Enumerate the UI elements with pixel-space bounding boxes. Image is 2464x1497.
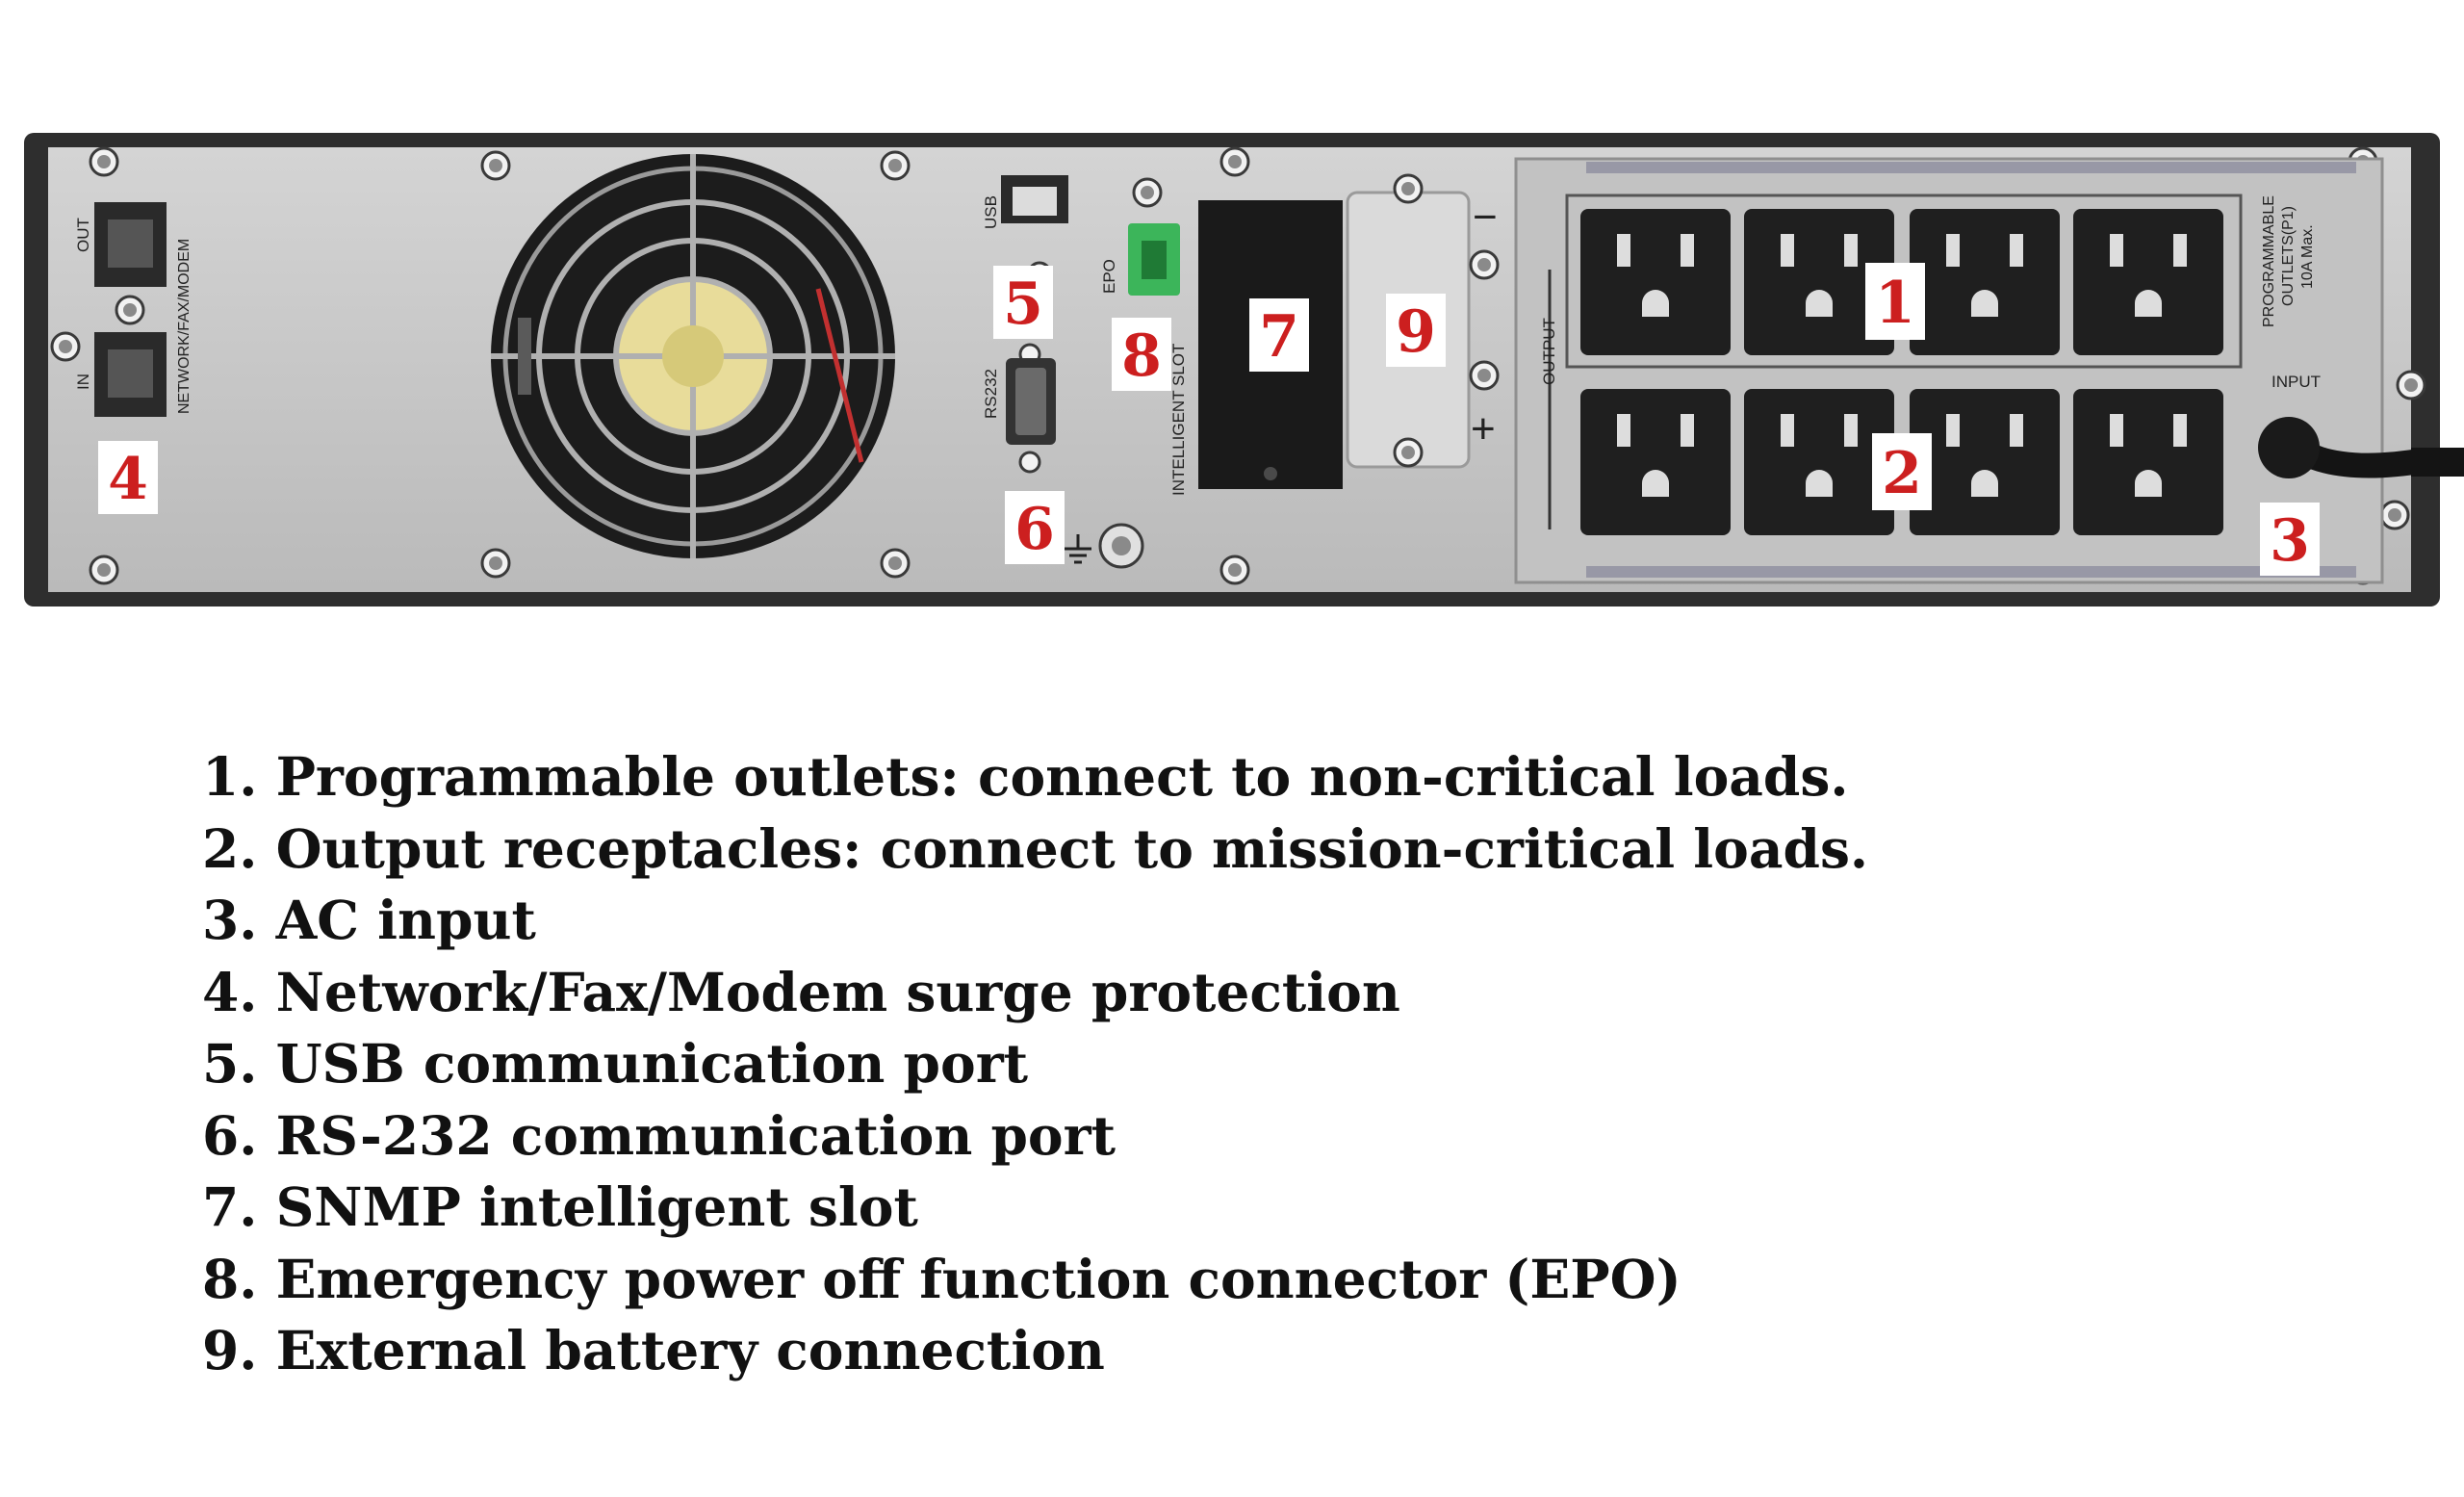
network-fax-modem-ports [94,202,167,417]
callout-3: 3 [2270,507,2310,575]
label-output: OUTPUT [1540,318,1558,385]
callout-labels: 1 2 3 4 5 6 7 8 9 [98,263,2320,576]
legend-item: 9. External battery connection [202,1319,1105,1381]
label-plus: + [1471,405,1496,452]
rs232-port [1006,343,1056,474]
label-in: IN [74,374,92,390]
callout-4: 4 [108,446,148,513]
callout-7: 7 [1259,303,1299,371]
ground-symbol [1065,523,1144,569]
legend-item: 5. USB communication port [202,1032,1029,1095]
legend-item: 8. Emergency power off function connecto… [202,1247,1681,1310]
callout-2: 2 [1882,440,1922,507]
callout-9: 9 [1396,298,1436,366]
ups-rear-panel-diagram: OUT IN NETWORK/FAX/MODEM USB RS232 [24,133,2464,607]
legend-item: 1. Programmable outlets: connect to non-… [202,745,1849,808]
label-epo: EPO [1100,259,1118,294]
label-minus: − [1473,194,1498,241]
ac-input-cord [2258,417,2464,478]
component-legend: 1. Programmable outlets: connect to non-… [202,741,1868,1387]
label-network: NETWORK/FAX/MODEM [176,239,192,414]
legend-item: 3. AC input [202,889,536,951]
legend-item: 2. Output receptacles: connect to missio… [202,816,1869,880]
label-rs232: RS232 [982,369,1000,419]
epo-connector [1128,177,1180,296]
legend-item: 7. SNMP intelligent slot [202,1175,918,1238]
legend-item: 6. RS-232 communication port [202,1103,1116,1167]
label-max-current: 10A Max. [2299,224,2316,289]
label-input: INPUT [2272,373,2321,391]
label-intelligent-slot: INTELLIGENT SLOT [1169,344,1188,496]
cooling-fan [491,154,895,558]
label-out: OUT [74,218,92,252]
legend-item: 4. Network/Fax/Modem surge protection [202,960,1400,1023]
label-outlets-p1: OUTLETS(P1) [2280,206,2297,306]
callout-5: 5 [1003,271,1043,338]
callout-8: 8 [1121,323,1162,390]
callout-1: 1 [1875,270,1915,337]
callout-6: 6 [1014,496,1055,563]
label-usb: USB [982,195,1000,229]
label-programmable: PROGRAMMABLE [2261,195,2277,327]
